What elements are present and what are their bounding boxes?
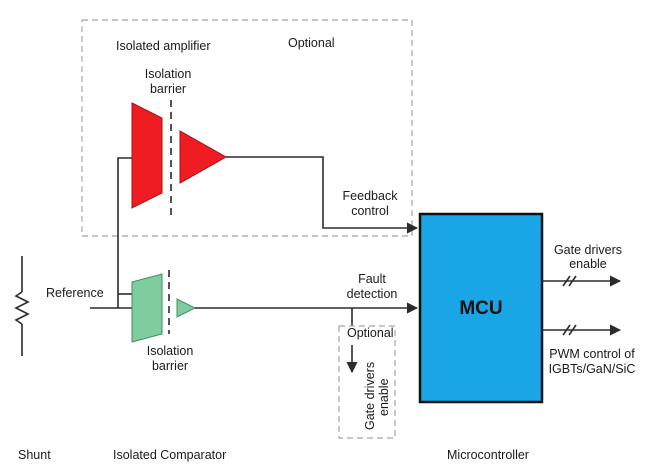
pwm-control-label-2: IGBTs/GaN/SiC: [549, 362, 636, 376]
comparator-input-stage: [131, 273, 163, 343]
reference-label: Reference: [46, 286, 104, 300]
isolation-barrier-top-label-2: barrier: [150, 82, 186, 96]
bus-slash-2: [568, 275, 577, 287]
amplifier-input-stage: [131, 102, 163, 209]
bus-slash-1: [562, 275, 571, 287]
mcu-block: [418, 212, 544, 404]
optional-bottom-label: Optional: [347, 326, 394, 340]
amplifier-input-wire: [117, 157, 132, 308]
optional-top-label: Optional: [288, 36, 335, 50]
footer-microcontroller: Microcontroller: [447, 448, 529, 462]
comparator-output-stage: [176, 298, 197, 318]
isolation-barrier-bottom-label-1: Isolation: [147, 344, 194, 358]
pwm-control-label-1: PWM control of: [549, 347, 635, 361]
isolation-barrier-bottom-label-2: barrier: [152, 359, 188, 373]
isolation-barrier-top-label-1: Isolation: [145, 67, 192, 81]
gate-drivers-enable-label-1: Gate drivers: [554, 243, 622, 257]
fault-detection-label-1: Fault: [358, 272, 386, 286]
bus-slash-4: [568, 324, 577, 336]
gate-drivers-enable-vertical-2: enable: [377, 378, 391, 416]
optional-box-top: [81, 19, 413, 237]
amplifier-output-stage: [179, 130, 228, 184]
gate-drivers-enable-vertical-group: Gate drivers enable: [363, 362, 391, 430]
footer-shunt: Shunt: [18, 448, 51, 462]
bus-slash-3: [562, 324, 571, 336]
feedback-label-2: control: [351, 204, 389, 218]
feedback-label-1: Feedback: [343, 189, 399, 203]
mcu-label: MCU: [459, 298, 502, 319]
isolated-amplifier-label: Isolated amplifier: [116, 39, 211, 53]
gate-drivers-enable-label-2: enable: [569, 257, 607, 271]
gate-drivers-enable-vertical-1: Gate drivers: [363, 362, 377, 430]
shunt-resistor-symbol: [14, 291, 30, 325]
optional-box-bottom: [338, 325, 396, 439]
fault-detection-label-2: detection: [347, 287, 398, 301]
footer-isolated-comparator: Isolated Comparator: [113, 448, 226, 462]
feedback-wire: [226, 156, 419, 234]
